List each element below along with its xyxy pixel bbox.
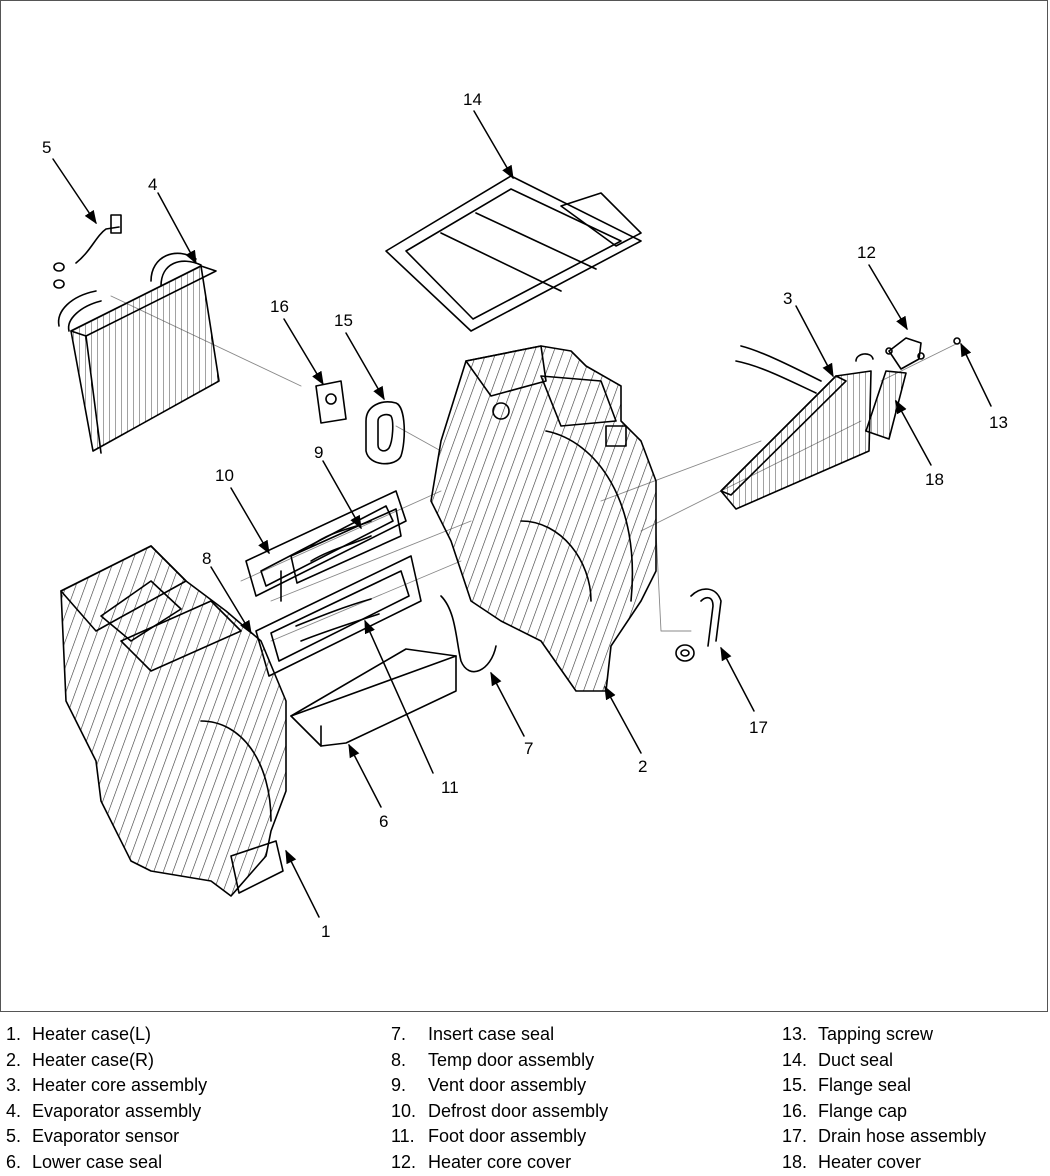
- legend-item: 1.Heater case(L): [6, 1024, 152, 1044]
- callout-leaders: [52, 110, 992, 918]
- tapping-screw-part: [953, 337, 961, 345]
- legend-item: 8.Temp door assembly: [391, 1049, 595, 1070]
- callout-13: 13: [989, 413, 1008, 432]
- heater-core-cover-part: [885, 337, 925, 370]
- callout-6: 6: [379, 812, 389, 831]
- foot-door-part: [295, 598, 380, 642]
- diagram-frame: 1 2 3 4 5 6 7 8 9 10 11 12 13 14 15 16 1…: [0, 0, 1048, 1012]
- callout-9: 9: [314, 443, 324, 462]
- legend-item: 14.Duct seal: [782, 1049, 894, 1070]
- callout-15: 15: [334, 311, 353, 330]
- callout-14: 14: [463, 90, 482, 109]
- legend-item: 2.Heater case(R): [6, 1049, 155, 1070]
- legend-item: 16.Flange cap: [782, 1100, 908, 1121]
- defrost-door-part: [245, 490, 407, 602]
- callout-5: 5: [42, 138, 52, 157]
- drain-hose-part: [675, 588, 722, 662]
- legend-item: 9.Vent door assembly: [391, 1075, 587, 1096]
- heater-core-assembly-part: [720, 345, 874, 510]
- parts-legend: 1.Heater case(L) 2.Heater case(R) 3.Heat…: [0, 1014, 1050, 1173]
- callout-10: 10: [215, 466, 234, 485]
- callout-17: 17: [749, 718, 768, 737]
- callout-16: 16: [270, 297, 289, 316]
- heater-case-right-part: [430, 345, 657, 692]
- legend-item: 17.Drain hose assembly: [782, 1126, 987, 1147]
- legend-item: 5.Evaporator sensor: [6, 1126, 180, 1147]
- legend-item: 12.Heater core cover: [391, 1151, 572, 1172]
- legend-column-3: 13.Tapping screw 14.Duct seal 15.Flange …: [782, 1022, 986, 1176]
- legend-item: 4.Evaporator assembly: [6, 1100, 202, 1121]
- legend-item: 3.Heater core assembly: [6, 1075, 208, 1096]
- evaporator-sensor-part: [75, 214, 122, 264]
- legend-item: 11.Foot door assembly: [391, 1126, 587, 1147]
- callout-1: 1: [321, 922, 331, 941]
- legend-item: 15.Flange seal: [782, 1075, 912, 1096]
- heater-cover-part: [865, 370, 907, 440]
- legend-item: 7.Insert case seal: [391, 1024, 555, 1044]
- legend-item: 18.Heater cover: [782, 1151, 922, 1172]
- lower-case-seal-part: [290, 648, 457, 747]
- legend-item: 10.Defrost door assembly: [391, 1100, 609, 1121]
- evaporator-assembly-part: [53, 252, 220, 454]
- callout-8: 8: [202, 549, 212, 568]
- callout-11: 11: [441, 778, 459, 797]
- heater-case-left-part: [60, 545, 287, 897]
- exploded-view-drawing: [52, 110, 992, 918]
- flange-seal-part: [365, 401, 406, 465]
- legend-column-1: 1.Heater case(L) 2.Heater case(R) 3.Heat…: [6, 1022, 207, 1176]
- insert-case-seal-part: [440, 595, 497, 673]
- callout-3: 3: [783, 289, 793, 308]
- callout-12: 12: [857, 243, 876, 262]
- duct-seal-part: [385, 175, 642, 332]
- callout-2: 2: [638, 757, 648, 776]
- callout-7: 7: [524, 739, 534, 758]
- legend-item: 6.Lower case seal: [6, 1151, 163, 1172]
- legend-item: 13.Tapping screw: [782, 1024, 934, 1044]
- callout-18: 18: [925, 470, 944, 489]
- callout-4: 4: [148, 175, 158, 194]
- legend-column-2: 7.Insert case seal 8.Temp door assembly …: [391, 1022, 608, 1176]
- flange-cap-part: [315, 380, 347, 424]
